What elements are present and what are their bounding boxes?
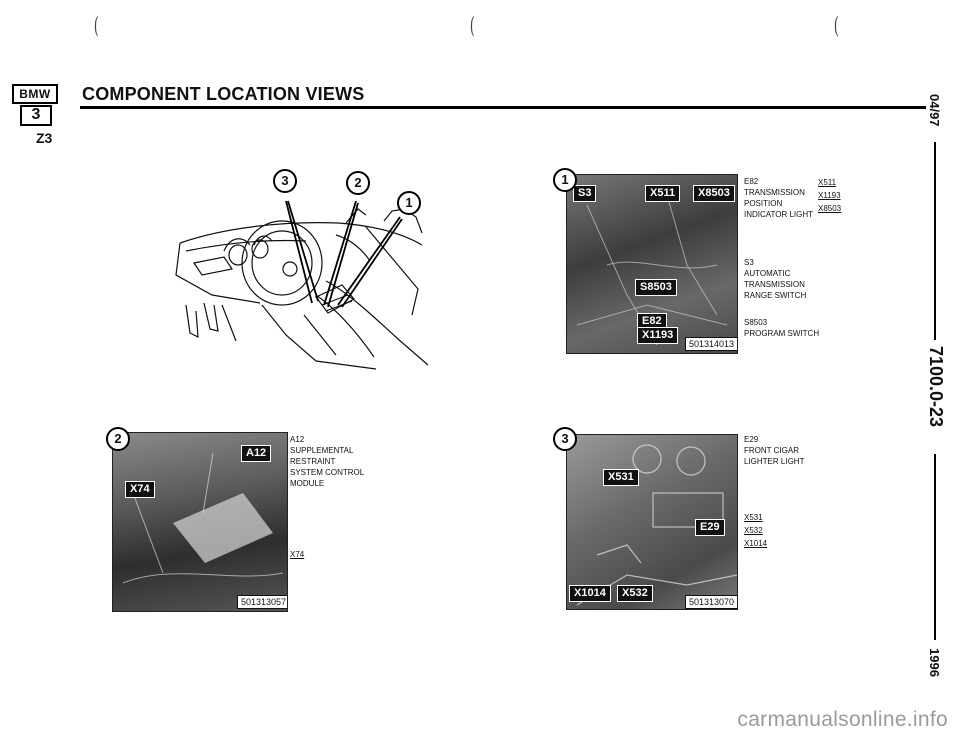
margin-line-bottom <box>934 454 936 640</box>
bmw-logo-text: BMW <box>12 84 58 104</box>
tag-X1193: X1193 <box>637 327 679 344</box>
tag-A12: A12 <box>241 445 272 462</box>
margin-year: 1996 <box>927 648 942 677</box>
dashboard-overview-drawing: 3 2 1 <box>166 165 434 375</box>
photo-part-number: 501313070 <box>685 595 737 609</box>
callout-1-marker: 1 <box>397 191 421 215</box>
connector-ref: X1014 <box>744 539 768 548</box>
tag-X8503: X8503 <box>693 185 735 202</box>
tag-X532: X532 <box>617 585 653 602</box>
tag-E29: E29 <box>695 519 725 536</box>
tag-X511: X511 <box>645 185 681 202</box>
photo-detail-lines <box>122 452 284 584</box>
binder-mark-left: ( <box>93 14 99 39</box>
tag-X1014: X1014 <box>569 585 611 602</box>
caption-line: AUTOMATIC <box>744 269 791 278</box>
callout-2-marker: 2 <box>346 171 370 195</box>
caption-code: S3 <box>744 258 754 267</box>
series-badge: 3 <box>20 105 52 126</box>
caption-code: E82 <box>744 177 759 186</box>
tag-S8503: S8503 <box>635 279 677 296</box>
margin-line-top <box>934 142 936 340</box>
caption-line: FRONT CIGAR <box>744 446 799 455</box>
caption-code: A12 <box>290 435 305 444</box>
caption-code: S8503 <box>744 318 768 327</box>
tag-S3: S3 <box>573 185 597 202</box>
panel-2-captions: A12 SUPPLEMENTAL RESTRAINT SYSTEM CONTRO… <box>290 434 390 561</box>
caption-line: INDICATOR LIGHT <box>744 210 814 219</box>
watermark-text: carmanualsonline.info <box>737 708 948 731</box>
panel-1-callout: 1 <box>553 168 577 192</box>
caption-line: TRANSMISSION <box>744 280 805 289</box>
margin-page-number: 7100.0-23 <box>926 346 946 428</box>
caption-line: LIGHTER LIGHT <box>744 457 805 466</box>
photo-part-number: 501313057 <box>237 595 287 609</box>
tag-X74: X74 <box>125 481 155 498</box>
panel-1-captions: E82 TRANSMISSION POSITION INDICATOR LIGH… <box>744 176 824 339</box>
caption-line: PROGRAM SWITCH <box>744 329 820 338</box>
connector-ref: X532 <box>744 526 763 535</box>
panel-1-connector-refs: X511 X1193 X8503 <box>818 176 841 215</box>
callout-3-marker: 3 <box>273 169 297 193</box>
dashboard-line-art <box>175 200 429 370</box>
caption-line: SYSTEM CONTROL <box>290 468 365 477</box>
margin-date: 04/97 <box>927 94 942 127</box>
connector-ref: X511 <box>818 178 837 187</box>
srs-module-photo: A12 X74 501313057 <box>112 432 288 612</box>
panel-3-callout: 3 <box>553 427 577 451</box>
photo-part-number: 501314013 <box>685 337 737 351</box>
model-label: Z3 <box>36 130 53 146</box>
connector-ref: X531 <box>744 513 763 522</box>
cigar-lighter-photo: X531 E29 X1014 X532 501313070 <box>566 434 738 610</box>
caption-line: SUPPLEMENTAL <box>290 446 354 455</box>
connector-ref: X74 <box>290 550 305 559</box>
panel-2-callout: 2 <box>106 427 130 451</box>
transmission-console-photo: S3 X511 X8503 S8503 E82 X1193 501314013 <box>566 174 738 354</box>
caption-line: POSITION <box>744 199 783 208</box>
panel-3-captions: E29 FRONT CIGAR LIGHTER LIGHT X531 X532 … <box>744 434 844 550</box>
binder-mark-center: ( <box>469 14 475 39</box>
connector-ref: X1193 <box>818 191 841 200</box>
caption-line: RESTRAINT <box>290 457 336 466</box>
caption-code: E29 <box>744 435 759 444</box>
caption-line: RANGE SWITCH <box>744 291 807 300</box>
caption-line: TRANSMISSION <box>744 188 805 197</box>
caption-line: MODULE <box>290 479 325 488</box>
series-number: 3 <box>31 106 41 123</box>
tag-E82: E82 <box>637 313 667 330</box>
tag-X531: X531 <box>603 469 639 486</box>
binder-mark-right: ( <box>833 14 839 39</box>
bmw-series-logo: BMW 3 <box>12 84 72 128</box>
connector-ref: X8503 <box>818 204 842 213</box>
page-title: COMPONENT LOCATION VIEWS <box>82 84 365 104</box>
title-rule <box>80 106 926 109</box>
